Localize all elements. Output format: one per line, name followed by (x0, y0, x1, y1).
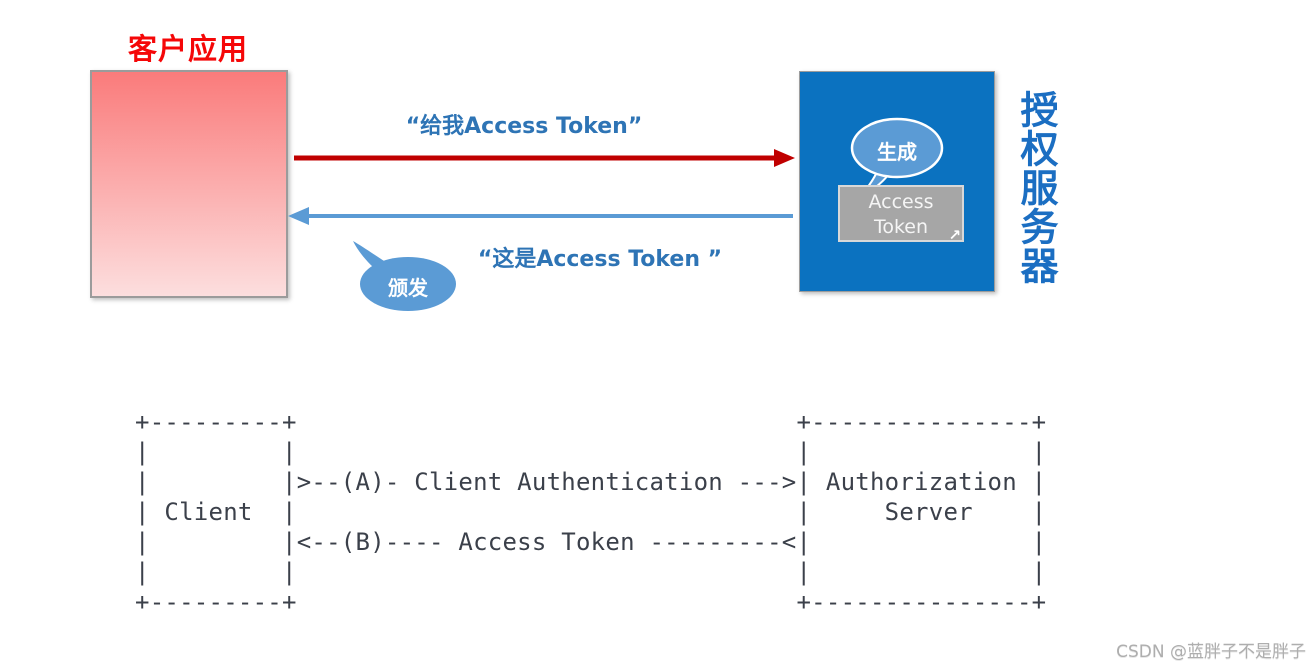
request-arrow-label: “给我Access Token” (405, 114, 643, 139)
client-app-box (90, 70, 288, 298)
issue-bubble (353, 241, 456, 311)
corner-arrow-icon: ↗ (948, 226, 961, 244)
auth-server-label: 授权服务器 (1014, 90, 1058, 285)
ascii-flow-diagram: +---------+ +---------------+ | | | | | … (135, 408, 1047, 616)
response-arrow-label: “这是Access Token ” (477, 247, 723, 272)
access-token-label: Access Token (868, 191, 934, 238)
access-token-box: Access Token ↗ (838, 185, 964, 244)
watermark: CSDN @蓝胖子不是胖子 (1116, 642, 1306, 662)
issue-bubble-label: 颁发 (388, 276, 428, 300)
auth-server-box (799, 71, 995, 292)
generate-bubble-label: 生成 (877, 140, 917, 164)
client-app-title: 客户应用 (127, 32, 248, 66)
request-arrow (294, 149, 795, 167)
response-arrow (288, 207, 793, 225)
